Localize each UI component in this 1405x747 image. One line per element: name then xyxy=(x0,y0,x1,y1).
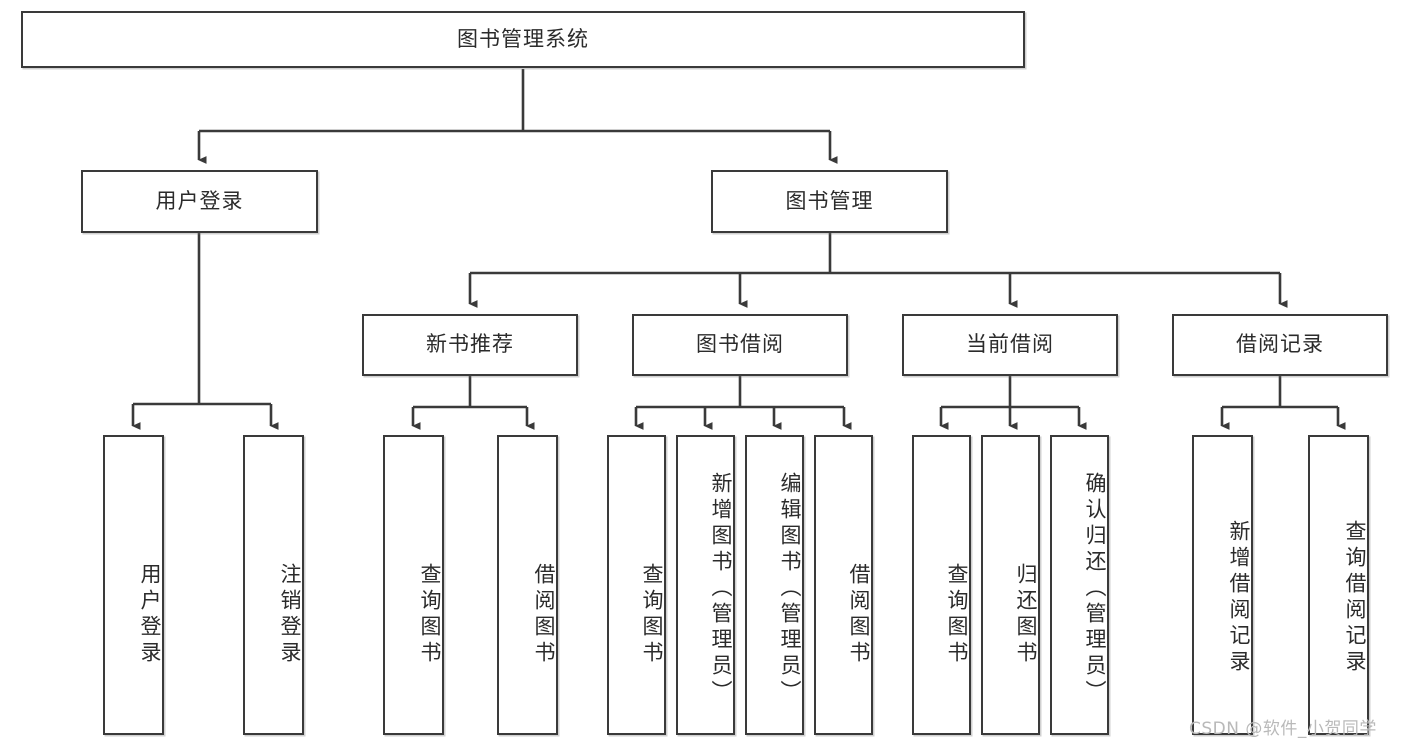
leaf-borrow-add-book-admin[interactable]: 新增图书（管理员） xyxy=(676,435,735,735)
node-new-book-recommend[interactable]: 新书推荐 xyxy=(362,314,578,376)
node-user-login[interactable]: 用户登录 xyxy=(81,170,318,233)
node-book-borrow[interactable]: 图书借阅 xyxy=(632,314,848,376)
node-current-borrow[interactable]: 当前借阅 xyxy=(902,314,1118,376)
node-root-system[interactable]: 图书管理系统 xyxy=(21,11,1025,68)
node-book-management[interactable]: 图书管理 xyxy=(711,170,948,233)
leaf-recommend-borrow-book[interactable]: 借阅图书 xyxy=(497,435,558,735)
leaf-current-query-book[interactable]: 查询图书 xyxy=(912,435,971,735)
leaf-current-confirm-return-admin[interactable]: 确认归还（管理员） xyxy=(1050,435,1109,735)
leaf-borrow-query-book[interactable]: 查询图书 xyxy=(607,435,666,735)
leaf-user-login-login[interactable]: 用户登录 xyxy=(103,435,164,735)
node-borrow-records[interactable]: 借阅记录 xyxy=(1172,314,1388,376)
csdn-watermark: CSDN @软件_小贺同学 xyxy=(1189,719,1377,739)
leaf-user-login-logout[interactable]: 注销登录 xyxy=(243,435,304,735)
leaf-records-query-record[interactable]: 查询借阅记录 xyxy=(1308,435,1369,735)
leaf-current-return-book[interactable]: 归还图书 xyxy=(981,435,1040,735)
leaf-records-add-record[interactable]: 新增借阅记录 xyxy=(1192,435,1253,735)
leaf-recommend-query-book[interactable]: 查询图书 xyxy=(383,435,444,735)
leaf-borrow-borrow-book[interactable]: 借阅图书 xyxy=(814,435,873,735)
leaf-borrow-edit-book-admin[interactable]: 编辑图书（管理员） xyxy=(745,435,804,735)
